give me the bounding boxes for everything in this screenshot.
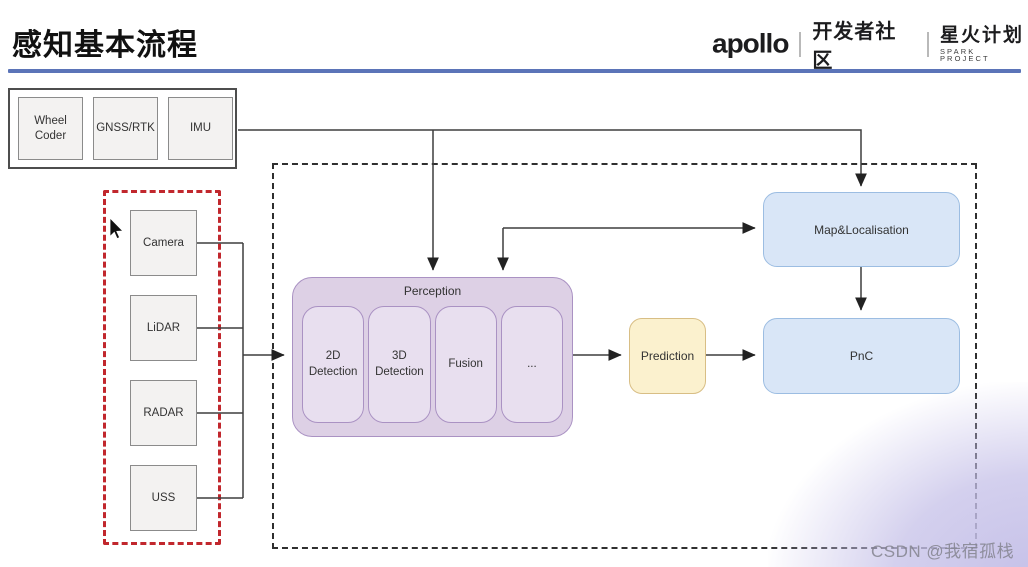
map-localisation-node: Map&Localisation	[763, 192, 960, 267]
apollo-logo: apollo	[712, 28, 789, 59]
pnc-node: PnC	[763, 318, 960, 394]
developer-community-label: 开发者社区	[812, 21, 897, 72]
detection-3d-node: 3D Detection	[368, 306, 431, 423]
spark-project-subtitle: SPARK PROJECT	[939, 46, 990, 63]
brand-divider	[926, 31, 929, 57]
ellipsis-node: ...	[500, 306, 563, 423]
external-sensor-panel: Wheel Coder GNSS/RTK IMU	[8, 88, 237, 169]
perception-module: Perception 2D Detection 3D Detection Fus…	[292, 277, 573, 437]
perception-submodules: 2D Detection 3D Detection Fusion ...	[302, 306, 563, 423]
page-title: 感知基本流程	[12, 29, 198, 62]
title-underline	[8, 69, 1021, 73]
lidar-node: LiDAR	[130, 295, 197, 361]
fusion-node: Fusion	[434, 306, 497, 423]
watermark: CSDN @我宿孤栈	[871, 542, 1015, 561]
gnss-rtk-node: GNSS/RTK	[93, 97, 158, 160]
brand-bar: apollo 开发者社区 星火计划 SPARK PROJECT	[712, 21, 1028, 72]
perception-sensors-highlight-box	[103, 190, 221, 545]
detection-2d-node: 2D Detection	[302, 306, 365, 423]
wheel-coder-node: Wheel Coder	[18, 97, 83, 160]
radar-node: RADAR	[130, 380, 197, 446]
spark-project-logo: 星火计划 SPARK PROJECT	[940, 26, 1028, 63]
spark-project-title: 星火计划	[939, 24, 1024, 46]
imu-node: IMU	[168, 97, 233, 160]
brand-divider	[799, 31, 802, 57]
camera-node: Camera	[130, 210, 197, 276]
external-sensor-row: Wheel Coder GNSS/RTK IMU	[10, 90, 235, 160]
prediction-node: Prediction	[629, 318, 706, 394]
uss-node: USS	[130, 465, 197, 531]
perception-title: Perception	[403, 284, 462, 298]
